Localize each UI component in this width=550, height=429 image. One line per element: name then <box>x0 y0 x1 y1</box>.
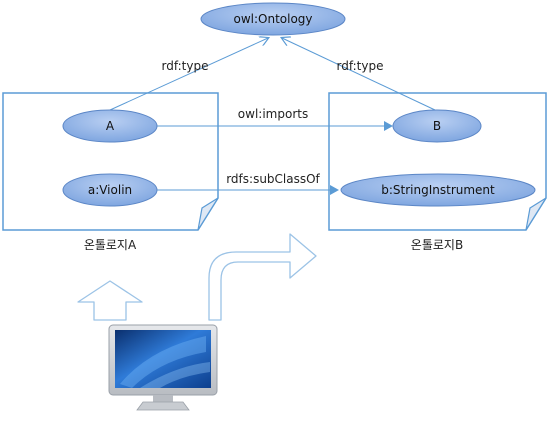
node-a: A <box>62 109 158 143</box>
edge-imports-label: owl:imports <box>238 107 308 121</box>
edge-type-left-label: rdf:type <box>162 59 209 73</box>
node-a-label: A <box>106 119 115 133</box>
node-string-instrument-label: b:StringInstrument <box>381 183 495 197</box>
up-arrow-icon <box>77 280 143 321</box>
computer-monitor-icon <box>108 324 218 411</box>
node-ontology: owl:Ontology <box>200 2 346 36</box>
node-b: B <box>392 109 482 143</box>
edge-type-right-label: rdf:type <box>337 59 384 73</box>
ontology-a-box <box>2 92 219 231</box>
node-violin-label: a:Violin <box>88 183 132 197</box>
turn-right-arrow-icon <box>208 233 317 321</box>
edge-type-right <box>282 38 436 111</box>
caption-ontology-a: 온톨로지A <box>84 238 137 252</box>
node-b-label: B <box>433 119 441 133</box>
node-violin: a:Violin <box>62 173 158 207</box>
node-string-instrument: b:StringInstrument <box>340 173 536 207</box>
edge-type-left <box>109 38 268 111</box>
edge-subclass-label: rdfs:subClassOf <box>226 172 320 186</box>
caption-ontology-b: 온톨로지B <box>411 238 463 252</box>
node-ontology-label: owl:Ontology <box>233 12 312 26</box>
